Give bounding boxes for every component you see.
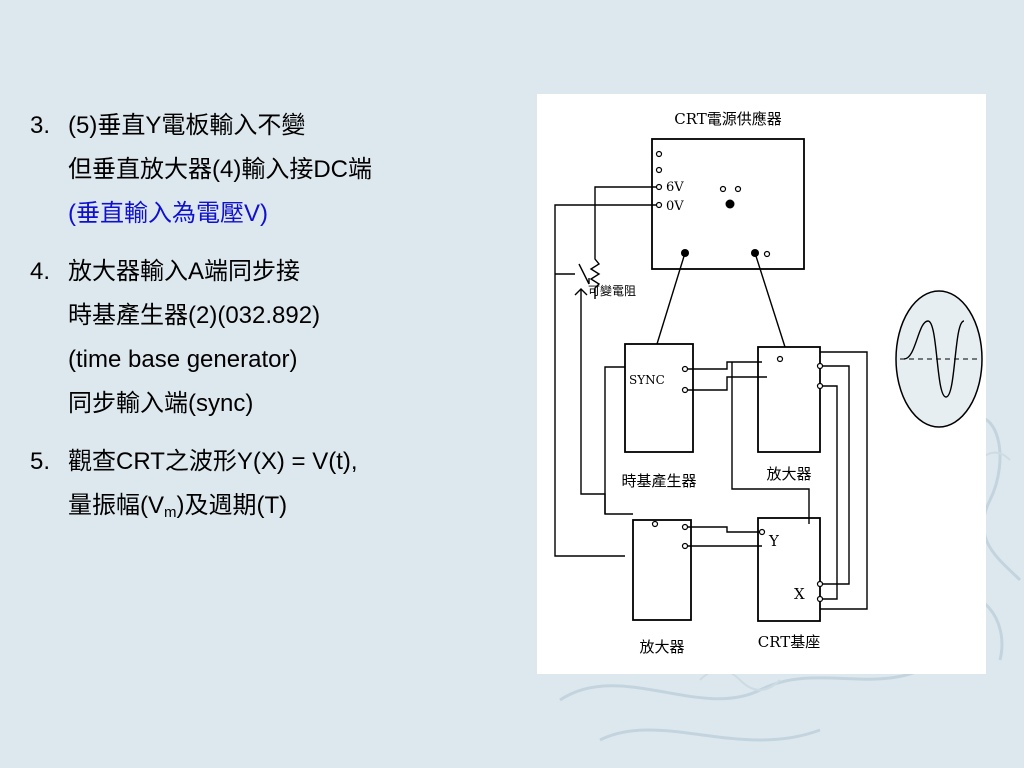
terminal xyxy=(816,362,824,370)
amp-top-label: 放大器 xyxy=(766,465,811,483)
wire xyxy=(604,366,625,514)
circuit-diagram-svg: CRT電源供應器 6V 0V 可變電阻 SYNC 時基產生器 放大器 放大器 C… xyxy=(554,110,868,656)
terminal xyxy=(655,183,663,191)
crt-base-label: CRT基座 xyxy=(758,633,821,651)
wire xyxy=(554,204,659,557)
terminal-filled xyxy=(725,199,735,209)
terminal xyxy=(681,365,689,373)
item-line: 觀查CRT之波形Y(X) = V(t), xyxy=(68,448,358,475)
resistor-label: 可變電阻 xyxy=(588,283,636,298)
wire xyxy=(685,376,767,391)
item-text: 量振幅(V xyxy=(68,492,164,519)
terminal xyxy=(681,386,689,394)
wire xyxy=(754,252,786,348)
terminal xyxy=(734,185,742,193)
item-line-highlight: (垂直輸入為電壓V) xyxy=(68,200,268,227)
subscript-text: m xyxy=(164,504,177,521)
wire xyxy=(656,252,686,345)
item-number: 5. xyxy=(30,448,51,475)
terminal xyxy=(763,250,771,258)
terminal xyxy=(758,528,766,536)
amplifier-top-box xyxy=(757,346,821,453)
item-line: 時基產生器(2)(032.892) xyxy=(68,302,321,329)
terminal xyxy=(816,595,824,603)
amp-bottom-label: 放大器 xyxy=(639,638,684,656)
item-number: 3. xyxy=(30,112,51,139)
terminal xyxy=(719,185,727,193)
wire xyxy=(685,361,762,370)
oscilloscope-screen-icon xyxy=(895,290,983,428)
wire xyxy=(685,526,762,533)
item-5: 5. 觀查CRT之波形Y(X) = V(t), 量振幅(Vm)及週期(T) xyxy=(30,440,530,528)
terminal xyxy=(816,382,824,390)
variable-resistor xyxy=(589,206,601,299)
item-line: (time base generator) xyxy=(68,346,298,373)
slide-text: 3. (5)垂直Y電板輸入不變 但垂直放大器(4)輸入接DC端 (垂直輸入為電壓… xyxy=(30,104,530,542)
wire xyxy=(594,186,659,206)
item-line: 放大器輸入A端同步接 xyxy=(68,258,301,285)
terminal xyxy=(681,542,689,550)
item-3: 3. (5)垂直Y電板輸入不變 但垂直放大器(4)輸入接DC端 (垂直輸入為電壓… xyxy=(30,104,530,236)
terminal xyxy=(816,580,824,588)
terminal xyxy=(776,355,784,363)
scope-waveform xyxy=(903,320,965,398)
item-number: 4. xyxy=(30,258,51,285)
power-supply-label: CRT電源供應器 xyxy=(674,110,782,128)
sync-label: SYNC xyxy=(629,373,665,387)
power-supply-box xyxy=(651,138,805,270)
item-line: 量振幅(Vm)及週期(T) xyxy=(68,484,530,528)
item-line: (5)垂直Y電板輸入不變 xyxy=(68,112,306,139)
wire xyxy=(820,365,850,585)
terminal xyxy=(681,523,689,531)
terminal xyxy=(655,166,663,174)
terminal xyxy=(655,201,663,209)
terminal xyxy=(655,150,663,158)
time-base-box xyxy=(624,343,694,453)
wire xyxy=(731,362,810,524)
wire xyxy=(820,385,838,600)
terminal-6v-label: 6V xyxy=(666,180,684,195)
item-line: 同步輸入端(sync) xyxy=(68,390,254,417)
item-4: 4. 放大器輸入A端同步接 時基產生器(2)(032.892) (time ba… xyxy=(30,250,530,426)
wire xyxy=(578,263,590,285)
arrow xyxy=(574,288,588,296)
item-text: )及週期(T) xyxy=(176,492,288,519)
y-terminal-label: Y xyxy=(768,532,780,550)
terminal xyxy=(651,520,659,528)
crt-base-box xyxy=(757,517,821,622)
x-terminal-label: X xyxy=(794,585,805,603)
terminal-filled xyxy=(681,249,689,257)
terminal-0v-label: 0V xyxy=(666,199,684,214)
item-line: 但垂直放大器(4)輸入接DC端 xyxy=(68,156,372,183)
amplifier-bottom-box xyxy=(632,519,692,621)
wire xyxy=(820,351,868,610)
time-base-label: 時基產生器 xyxy=(621,472,696,490)
terminal-filled xyxy=(751,249,759,257)
